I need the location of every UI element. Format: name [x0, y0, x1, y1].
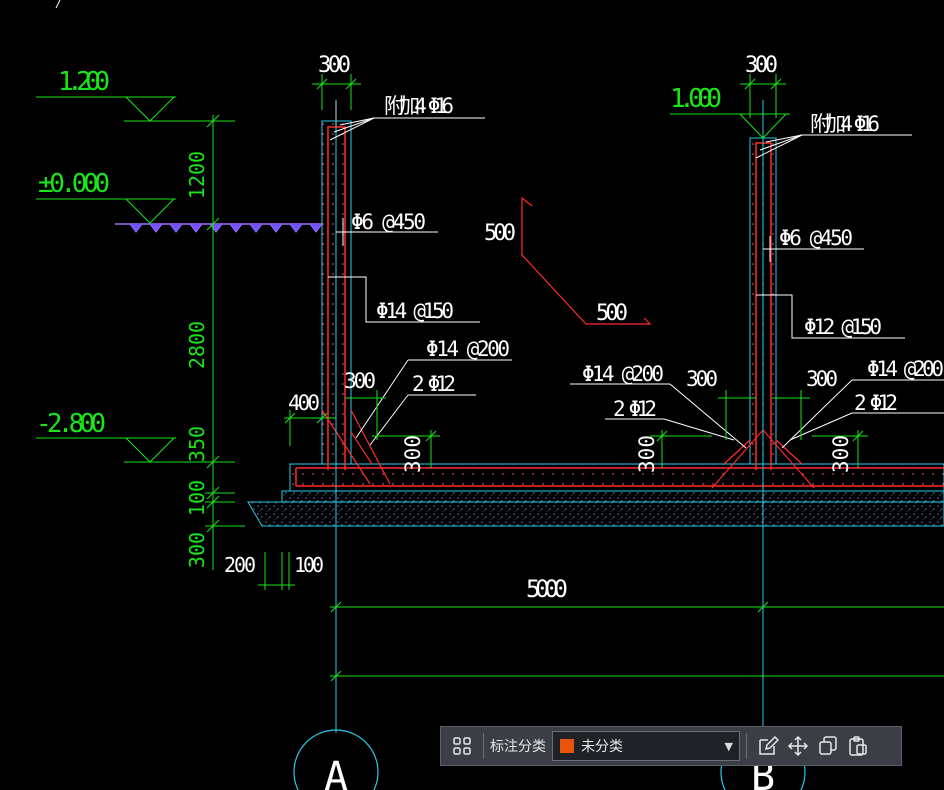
elevation-marker-top-left	[36, 96, 235, 122]
left-haunch	[321, 409, 391, 485]
dim-label-haunch-left-h: 300	[344, 369, 376, 393]
wall-width-dim-left	[312, 74, 361, 110]
elevation-label-bottom: -2.800	[36, 409, 106, 439]
annotation-toolbar: 标注分类 未分类 ▼	[440, 726, 902, 766]
wall-width-dim-right	[740, 74, 786, 118]
category-dropdown[interactable]: 未分类 ▼	[552, 731, 740, 761]
span-dimension	[330, 601, 944, 682]
base-slab-rebar	[295, 467, 944, 487]
misc-line	[55, 0, 61, 9]
paste-icon[interactable]	[843, 731, 873, 761]
vertical-dimension-chain	[205, 114, 245, 570]
category-selected-value: 未分类	[581, 739, 623, 755]
rebar-label-right-haunch: Φ14 @200	[867, 357, 944, 381]
cushion-layer	[281, 490, 944, 503]
rebar-label-mid-haunch: Φ14 @200	[582, 362, 664, 386]
toolbar-divider	[746, 733, 747, 759]
dim-label-2800: 2800	[185, 321, 209, 369]
rebar-label-left-dist: Φ6 @450	[351, 210, 426, 234]
rebar-label-right-extra: 附加4 Φ16	[810, 112, 880, 136]
dim-label-wall-left: 300	[318, 53, 351, 78]
dim-label-haunch-right-v: 300	[829, 435, 853, 473]
copy-icon[interactable]	[813, 731, 843, 761]
elevation-marker-bottom-left	[36, 437, 235, 463]
rebar-leaders	[328, 117, 944, 449]
toolbar-divider	[483, 733, 484, 759]
rebar-label-right-2phi12: 2 Φ12	[854, 391, 898, 415]
dim-label-haunch-mid-h: 300	[686, 367, 718, 391]
category-color-swatch	[559, 738, 575, 754]
elevation-label-ground: ±0.000	[38, 169, 110, 199]
edit-icon[interactable]	[753, 731, 783, 761]
rebar-label-left-2phi12: 2 Φ12	[412, 372, 456, 396]
elevation-marker-top-right	[670, 113, 790, 139]
dim-label-haunch-right-h: 300	[806, 367, 838, 391]
dim-label-1200: 1200	[185, 151, 209, 199]
axis-bubble-a	[293, 729, 379, 790]
dim-label-base-100: 100	[294, 553, 324, 577]
elevation-label-1200: 1.200	[58, 67, 110, 97]
rebar-label-left-haunch: Φ14 @200	[426, 337, 510, 361]
dim-label-haunch-400: 400	[288, 391, 320, 415]
rebar-label-right-main: Φ12 @150	[804, 315, 882, 339]
move-icon[interactable]	[783, 731, 813, 761]
dim-label-100: 100	[185, 480, 209, 516]
chevron-down-icon: ▼	[724, 739, 733, 753]
rebar-label-left-extra: 附加4 Φ16	[384, 94, 454, 118]
dim-label-300: 300	[185, 532, 209, 568]
axis-label-a: A	[324, 754, 348, 790]
rebar-label-mid-2phi12: 2 Φ12	[613, 397, 657, 421]
elevation-label-1000: 1.000	[670, 84, 722, 114]
axis-lines	[335, 100, 764, 740]
rebar-label-right-dist: Φ6 @450	[779, 226, 853, 250]
dim-label-corner-b: 500	[596, 301, 628, 326]
dim-label-5000: 5000	[526, 575, 568, 603]
category-label: 标注分类	[490, 739, 546, 755]
dim-label-corner-a: 500	[484, 221, 516, 246]
base-dimension-200-100	[258, 552, 295, 590]
grid-icon[interactable]	[447, 731, 477, 761]
dim-label-200: 200	[224, 553, 256, 577]
dim-label-haunch-left-v: 300	[401, 435, 425, 473]
dim-label-350: 350	[185, 426, 209, 462]
dim-label-wall-right: 300	[745, 53, 778, 78]
ground-hatch	[115, 223, 323, 233]
blinding-layer	[247, 501, 944, 527]
dim-label-haunch-mid-v: 300	[635, 435, 659, 473]
rebar-label-left-main: Φ14 @150	[376, 299, 454, 323]
corner-bar-detail	[521, 196, 652, 325]
haunch-dimensions	[284, 390, 868, 468]
elevation-marker-ground	[36, 198, 176, 224]
